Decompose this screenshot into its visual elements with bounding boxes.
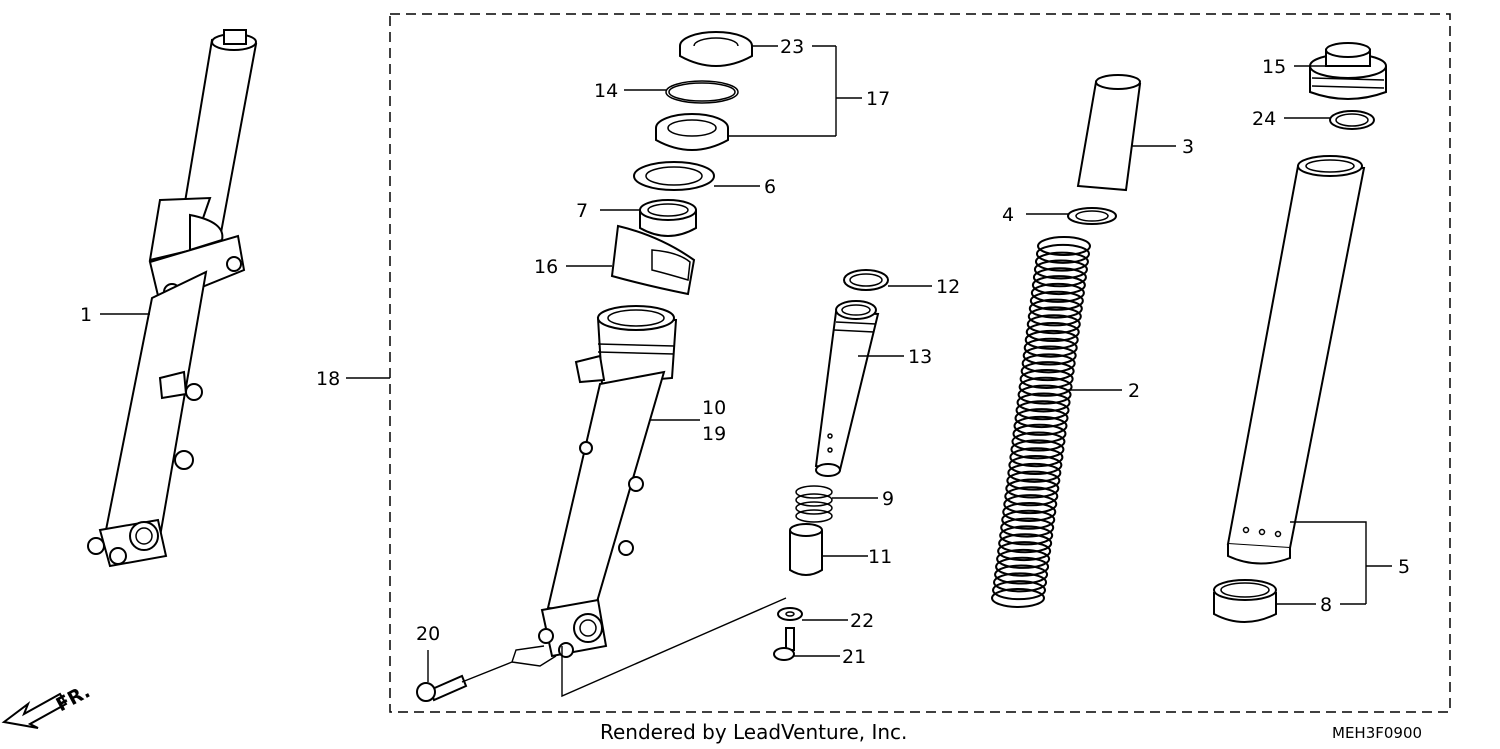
spring-coil — [1003, 494, 1058, 515]
callout-17: 17 — [866, 88, 890, 110]
spring-coil — [1002, 501, 1057, 522]
callout-21: 21 — [842, 646, 866, 668]
fork-piston-drawing — [814, 300, 880, 477]
callout-8: 8 — [1320, 594, 1332, 616]
clip-drawing — [665, 80, 739, 104]
spring-coil — [1000, 517, 1055, 538]
spring-coil — [1030, 282, 1085, 303]
callout-5: 5 — [1398, 556, 1410, 578]
o-ring-drawing — [1329, 110, 1375, 130]
spring-coil — [1028, 298, 1083, 319]
callout-6: 6 — [764, 176, 776, 198]
spring-coil — [994, 564, 1049, 585]
spring-coil — [1019, 368, 1074, 389]
pinch-bolt-drawing — [416, 674, 468, 702]
spring-coil — [1031, 275, 1086, 296]
piston-ring-drawing — [843, 269, 889, 291]
spring-coil — [1008, 455, 1063, 476]
oil-lock-piece-drawing — [789, 523, 823, 576]
spring-coil — [1029, 290, 1084, 311]
spring-coil — [1001, 509, 1056, 530]
spring-coil — [1037, 236, 1091, 256]
spring-coil — [1027, 306, 1082, 327]
callout-9: 9 — [882, 488, 894, 510]
spring-coil — [991, 588, 1045, 608]
callout-22: 22 — [850, 610, 874, 632]
spring-coil — [1016, 392, 1071, 413]
spring-coil — [1023, 337, 1078, 358]
callout-1: 1 — [80, 304, 92, 326]
socket-bolt-drawing — [773, 627, 795, 661]
rebound-spring-drawing — [795, 485, 833, 523]
spring-coil — [997, 541, 1052, 562]
spring-coil — [999, 525, 1054, 546]
callout-13: 13 — [908, 346, 932, 368]
callout-2: 2 — [1128, 380, 1140, 402]
pipe-bushing-drawing — [1213, 579, 1277, 623]
spring-coil — [996, 548, 1051, 569]
spring-coil — [1009, 447, 1064, 468]
fork-assembly-drawing — [87, 29, 258, 568]
callout-16: 16 — [534, 256, 558, 278]
washer-drawing — [777, 607, 803, 621]
spring-coil — [1004, 486, 1059, 507]
dust-seal-drawing — [655, 113, 729, 151]
spring-coil — [1017, 384, 1072, 405]
callout-23: 23 — [780, 36, 804, 58]
spring-coil — [1034, 251, 1089, 272]
spring-coil — [1007, 462, 1062, 483]
fork-slider-drawing — [538, 305, 678, 658]
spring-coil — [1024, 329, 1079, 350]
callout-18: 18 — [316, 368, 340, 390]
backup-ring-drawing — [633, 161, 715, 191]
spring-coil — [1018, 376, 1073, 397]
spring-coil — [1013, 415, 1068, 436]
spring-coil — [1015, 400, 1070, 421]
callout-12: 12 — [936, 276, 960, 298]
callout-24: 24 — [1252, 108, 1276, 130]
callout-4: 4 — [1002, 204, 1014, 226]
callout-19: 19 — [702, 423, 726, 445]
callout-3: 3 — [1182, 136, 1194, 158]
fork-spring-drawing — [991, 236, 1091, 608]
spring-coil — [1033, 259, 1088, 280]
callout-14: 14 — [594, 80, 618, 102]
assembly-frame — [389, 13, 1451, 713]
callout-11: 11 — [868, 546, 892, 568]
callout-7: 7 — [576, 200, 588, 222]
spring-coil — [1025, 322, 1080, 343]
spring-coil — [1032, 267, 1087, 288]
direction-label: FR. — [52, 680, 93, 716]
spring-seat-drawing — [1067, 207, 1117, 225]
spring-coil — [1022, 345, 1077, 366]
spring-coil — [1014, 408, 1069, 429]
spring-coil — [1020, 361, 1075, 382]
spring-coil — [1026, 314, 1081, 335]
fork-cover-drawing — [610, 224, 696, 296]
spring-coil — [1021, 353, 1076, 374]
callout-10: 10 — [702, 397, 726, 419]
fork-pipe-drawing — [1226, 155, 1366, 565]
diagram-code: MEH3F0900 — [1332, 724, 1422, 742]
rendered-by-credit: Rendered by LeadVenture, Inc. — [600, 720, 907, 744]
fork-bolt-drawing — [1309, 42, 1387, 100]
spring-coil — [1012, 423, 1067, 444]
spring-coil — [1010, 439, 1065, 460]
spring-collar-drawing — [1076, 74, 1142, 192]
spring-coil — [1035, 243, 1090, 264]
callout-20: 20 — [416, 623, 440, 645]
front-direction-arrow-icon — [1, 692, 68, 729]
oil-seal-drawing — [679, 31, 753, 67]
spring-coil — [998, 533, 1053, 554]
spring-coil — [992, 580, 1047, 601]
slider-bushing-drawing — [639, 199, 697, 237]
spring-coil — [1005, 478, 1060, 499]
spring-coil — [1006, 470, 1061, 491]
spring-coil — [1011, 431, 1066, 452]
callout-15: 15 — [1262, 56, 1286, 78]
spring-coil — [993, 572, 1048, 593]
spring-coil — [995, 556, 1050, 577]
